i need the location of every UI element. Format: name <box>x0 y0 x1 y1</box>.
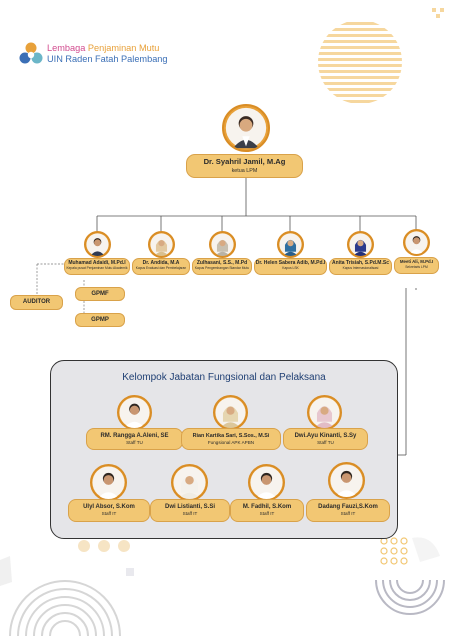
level2-name: Dr. Helen Sabera Adib, M.Pd.I <box>255 260 326 266</box>
card-staff-rian: Rian Kartika Sari, S.Sos., M.Si Fungsion… <box>181 428 281 450</box>
org-name-part2: Penjaminan Mutu <box>87 43 160 53</box>
member-name: RM. Rangga A.Aleni, SE <box>100 433 169 439</box>
member-name: Dwi Listianti, S.Si <box>164 504 215 510</box>
photo-kapus-lsk <box>277 231 304 258</box>
member-role: Staff IT <box>340 511 356 516</box>
member-role: Staff IT <box>101 511 117 516</box>
card-staff-fadhil: M. Fadhil, S.Kom Staff IT <box>230 499 304 522</box>
photo-kapus-standar <box>209 231 236 258</box>
level2-role: Kapus Internasionalisasi <box>342 266 379 270</box>
photo-kapus-evaluasi <box>148 231 175 258</box>
level2-name: Muhamad Adaidi, M.Pd.I <box>68 260 126 266</box>
logo-icon <box>19 42 43 64</box>
level2-role: Sekretaris LPM <box>405 265 428 269</box>
auditor-box: AUDITOR <box>10 295 63 310</box>
member-role: Staff TU <box>317 440 334 445</box>
org-name: Lembaga Penjaminan Mutu UIN Raden Fatah … <box>47 43 168 65</box>
photo-staff-dwi-listianti <box>171 464 208 501</box>
photo-staff-ulyl <box>90 464 127 501</box>
card-kapus-akademik: Muhamad Adaidi, M.Pd.I Kepala pusat Penj… <box>64 258 130 275</box>
photo-kapus-akademik <box>84 231 111 258</box>
level2-role: Kepala pusat Penjaminan Mutu Akademik <box>66 266 128 270</box>
member-role: Staff IT <box>259 511 275 516</box>
photo-staff-rangga <box>117 395 152 430</box>
member-role: Staff TU <box>126 440 143 445</box>
member-name: Dadang Fauzi,S.Kom <box>318 504 378 510</box>
level2-name: Dr. Andida, M.A <box>142 260 180 266</box>
photo-kapus-internasional <box>347 231 374 258</box>
photo-sekretaris <box>403 229 430 256</box>
level2-name: Meeti Ali, M.Pd.I <box>399 259 434 264</box>
member-name: M. Fadhil, S.Kom <box>242 504 292 510</box>
level2-role: Kapus LSK <box>282 266 299 270</box>
card-staff-ulyl: Ulyl Absor, S.Kom Staff IT <box>68 499 150 522</box>
card-kapus-standar: Zulhasani, S.S., M.Pd Kapus Pengembangan… <box>192 258 252 275</box>
card-staff-dadang: Dadang Fauzi,S.Kom Staff IT <box>306 499 390 522</box>
card-staff-dwi-listianti: Dwi Listianti, S.Si Staff IT <box>150 499 230 522</box>
card-sekretaris: Meeti Ali, M.Pd.I Sekretaris LPM <box>394 257 439 274</box>
head-role: ketua LPM <box>231 168 258 174</box>
org-subname: UIN Raden Fatah Palembang <box>47 54 168 64</box>
member-role: Fungsional APK APBN <box>207 440 255 445</box>
level2-role: Kapus Evaluasi dan Pembelajaran <box>135 266 187 270</box>
photo-staff-fadhil <box>248 464 285 501</box>
card-kapus-lsk: Dr. Helen Sabera Adib, M.Pd.I Kapus LSK <box>254 258 327 275</box>
org-name-part1: Lembaga <box>47 43 88 53</box>
member-name: Dwi.Ayu Kinanti, S.Sy <box>294 433 357 439</box>
level2-role: Kapus Pengembangan Standar Mutu <box>194 266 250 270</box>
photo-staff-dadang <box>328 462 365 499</box>
member-name: Rian Kartika Sari, S.Sos., M.Si <box>192 433 270 439</box>
card-staff-dwi-ayu: Dwi.Ayu Kinanti, S.Sy Staff TU <box>283 428 368 450</box>
photo-staff-rian <box>213 395 248 430</box>
group-title: Kelompok Jabatan Fungsional dan Pelaksan… <box>122 372 326 383</box>
member-name: Ulyl Absor, S.Kom <box>83 504 135 510</box>
level2-name: Anita Trisiah, S.Pd.M.Sc <box>332 260 389 266</box>
photo-staff-dwi-ayu <box>307 395 342 430</box>
gpmf-box: GPMF <box>75 287 125 301</box>
head-name: Dr. Syahril Jamil, M.Ag <box>203 157 286 166</box>
level2-name: Zulhasani, S.S., M.Pd <box>196 260 248 266</box>
gpmp-box: GPMP <box>75 313 125 327</box>
card-kapus-evaluasi: Dr. Andida, M.A Kapus Evaluasi dan Pembe… <box>132 258 190 275</box>
head-card: Dr. Syahril Jamil, M.Ag ketua LPM <box>186 154 303 178</box>
head-photo <box>222 104 270 152</box>
card-staff-rangga: RM. Rangga A.Aleni, SE Staff TU <box>86 428 183 450</box>
member-role: Staff IT <box>182 511 198 516</box>
card-kapus-internasional: Anita Trisiah, S.Pd.M.Sc Kapus Internasi… <box>329 258 392 275</box>
